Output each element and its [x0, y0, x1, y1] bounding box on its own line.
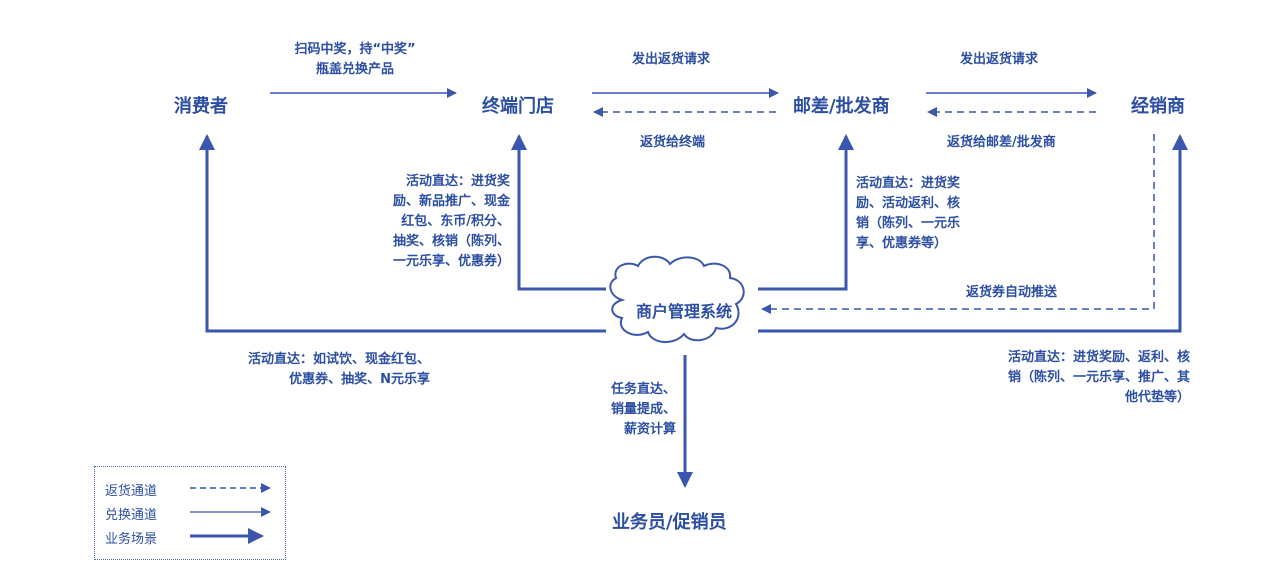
- annotation-distributor-line: 他代垫等）: [1124, 390, 1190, 405]
- node-consumer: 消费者: [174, 96, 228, 117]
- edge-system-to-wholesaler: [758, 134, 854, 291]
- legend-label-business: 业务场景: [105, 532, 158, 547]
- legend-label-returns: 返货通道: [105, 484, 158, 499]
- annotation-store-line: 励、新品推广、现金: [392, 194, 510, 209]
- annotation-store-line: 活动直达：进货奖: [405, 174, 510, 189]
- label-consumer-to-store: 扫码中奖，持“中奖” 瓶盖兑换产品: [255, 40, 455, 80]
- annotation-salesperson-line: 薪资计算: [623, 422, 676, 437]
- label-distributor-to-wholesaler: 返货给邮差/批发商: [947, 135, 1056, 150]
- annotation-distributor-activity: 活动直达：进货奖励、返利、核 销（陈列、一元乐享、推广、其 他代垫等）: [950, 348, 1190, 408]
- label-wholesaler-to-distributor: 发出返货请求: [960, 52, 1039, 67]
- node-terminal-store: 终端门店: [482, 96, 554, 117]
- label-consumer-to-store-line1: 扫码中奖，持“中奖”: [294, 42, 416, 57]
- edge-distributor-to-system: [761, 134, 1155, 314]
- annotation-salesperson-activity: 任务直达、 销量提成、 薪资计算: [590, 380, 676, 440]
- annotation-wholesaler-line: 享、优惠券等）: [856, 236, 948, 251]
- node-system: 商户管理系统: [635, 302, 732, 321]
- label-store-to-wholesaler: 发出返货请求: [632, 52, 711, 67]
- annotation-consumer-line: 优惠券、抽奖、N元乐享: [289, 372, 430, 387]
- annotation-store-activity: 活动直达：进货奖 励、新品推广、现金 红包、东币/积分、 抽奖、核销（陈列、 一…: [340, 172, 510, 272]
- annotation-wholesaler-line: 活动直达：进货奖: [856, 176, 961, 191]
- annotation-salesperson-line: 销量提成、: [610, 402, 676, 417]
- label-consumer-to-store-line2: 瓶盖兑换产品: [315, 62, 394, 77]
- annotation-distributor-line: 销（陈列、一元乐享、推广、其: [1007, 370, 1190, 385]
- cloud-shape: [609, 255, 745, 343]
- annotation-store-line: 抽奖、核销（陈列、: [392, 234, 510, 249]
- annotation-wholesaler-activity: 活动直达：进货奖 励、活动返利、核 销（陈列、一元乐 享、优惠券等）: [856, 174, 996, 254]
- annotation-wholesaler-line: 销（陈列、一元乐: [856, 216, 961, 231]
- annotation-store-line: 一元乐享、优惠券）: [392, 254, 510, 269]
- legend: 返货通道 兑换通道 业务场景: [94, 466, 286, 560]
- node-salesperson: 业务员/促销员: [612, 512, 727, 533]
- edge-system-to-consumer: [199, 134, 606, 333]
- annotation-wholesaler-line: 励、活动返利、核: [856, 196, 961, 211]
- label-wholesaler-to-store: 返货给终端: [640, 135, 706, 150]
- annotation-distributor-line: 活动直达：进货奖励、返利、核: [1007, 350, 1190, 365]
- edge-system-to-distributor: [758, 134, 1188, 333]
- annotation-consumer-activity: 活动直达：如试饮、现金红包、 优惠券、抽奖、N元乐享: [190, 350, 430, 390]
- edge-system-to-store: [511, 134, 606, 291]
- node-distributor: 经销商: [1131, 96, 1185, 117]
- annotation-store-line: 红包、东币/积分、: [401, 214, 510, 229]
- annotation-consumer-line: 活动直达：如试饮、现金红包、: [247, 352, 430, 367]
- legend-label-exchange: 兑换通道: [105, 508, 158, 523]
- node-postal-wholesaler: 邮差/批发商: [793, 96, 890, 117]
- label-distributor-to-system: 返货券自动推送: [966, 285, 1058, 300]
- annotation-salesperson-line: 任务直达、: [610, 382, 676, 397]
